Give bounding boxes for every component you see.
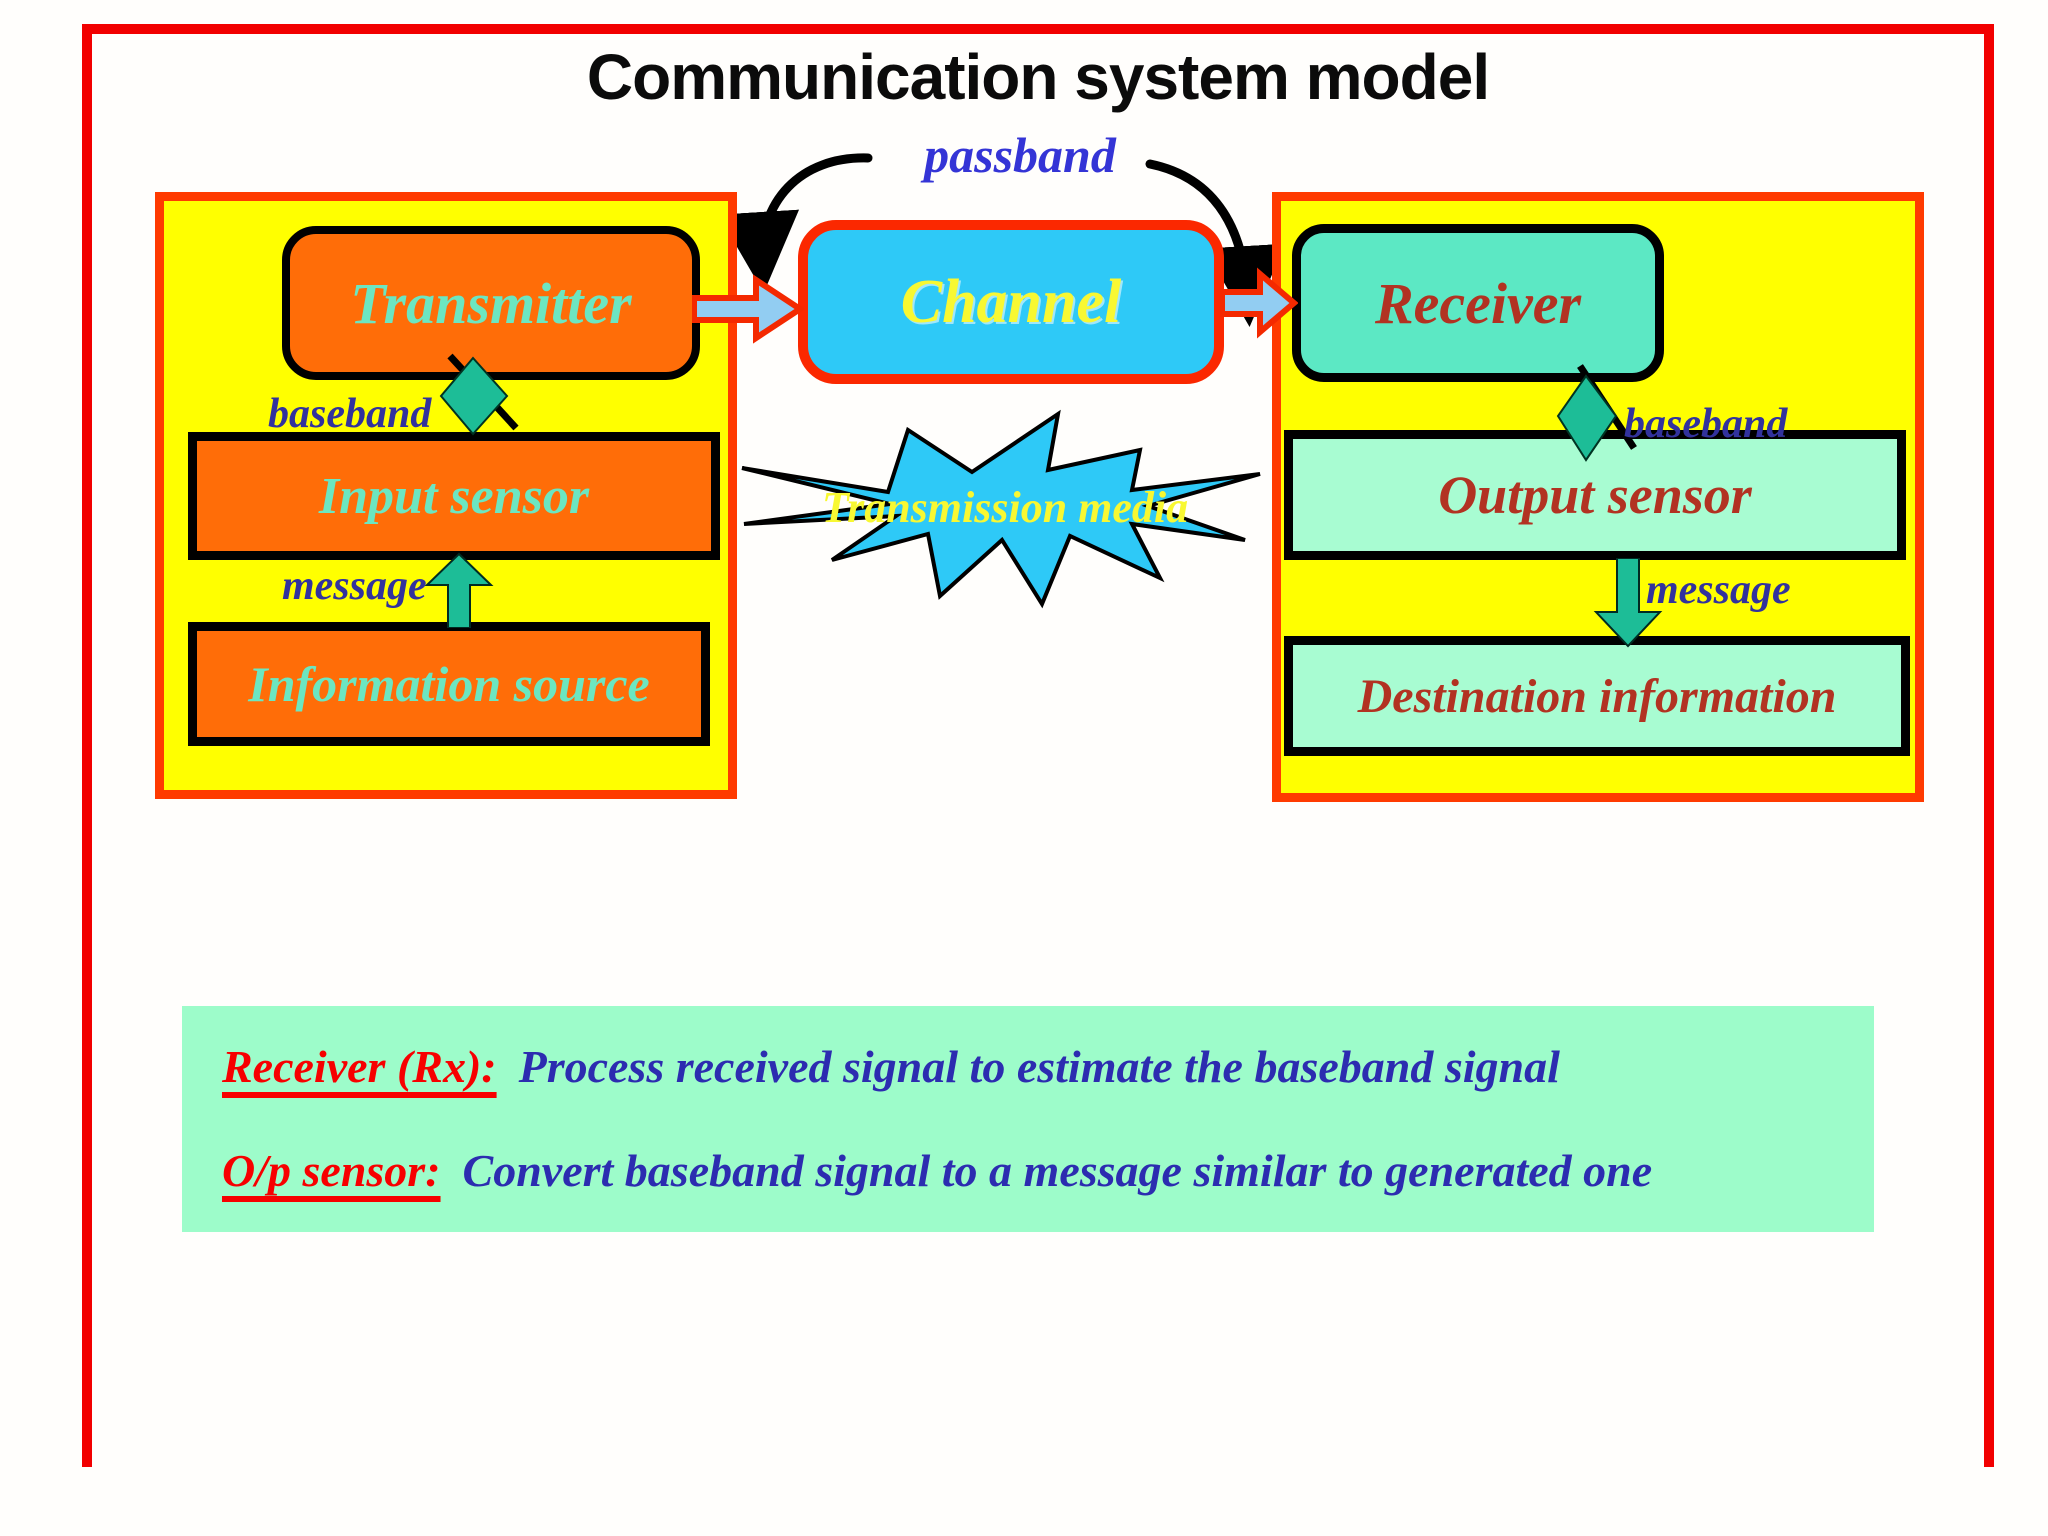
definitions-box: Receiver (Rx): Process received signal to… xyxy=(182,1006,1874,1232)
curved-arrow-left xyxy=(730,153,873,293)
transmission-media-label: Transmission media xyxy=(822,483,1188,532)
transmission-media-starburst: Transmission media xyxy=(741,409,1261,609)
baseband-label-left: baseband xyxy=(268,391,432,437)
baseband-label-right: baseband xyxy=(1624,401,1788,447)
channel-to-receiver-arrow-icon xyxy=(1220,267,1298,339)
message-label-right: message xyxy=(1646,567,1791,613)
information-source-block: Information source xyxy=(188,622,710,746)
note-op-sensor-definition: Convert baseband signal to a message sim… xyxy=(462,1145,1653,1196)
receiver-block: Receiver xyxy=(1292,224,1664,382)
message-down-arrow-icon xyxy=(1593,558,1663,648)
message-label-left: message xyxy=(282,563,427,609)
page-title: Communication system model xyxy=(586,41,1490,113)
output-sensor-block: Output sensor xyxy=(1284,430,1906,560)
note-receiver-term: Receiver (Rx): xyxy=(222,1041,497,1092)
baseband-diamond-arrow-right-icon xyxy=(1556,364,1637,462)
input-sensor-block: Input sensor xyxy=(188,432,720,560)
passband-curved-arrows xyxy=(730,153,1286,327)
message-up-arrow-icon xyxy=(424,552,494,628)
slide-border xyxy=(82,24,1994,1467)
note-receiver: Receiver (Rx): Process received signal to… xyxy=(222,1040,1560,1093)
channel-block: Channel xyxy=(798,220,1224,384)
transmitter-to-channel-arrow-icon xyxy=(692,274,804,344)
note-receiver-definition: Process received signal to estimate the … xyxy=(518,1041,1560,1092)
starburst-shape xyxy=(741,409,1261,609)
note-op-sensor: O/p sensor: Convert baseband signal to a … xyxy=(222,1144,1652,1197)
curved-arrow-right xyxy=(1145,159,1286,327)
passband-label: passband xyxy=(924,127,1116,183)
destination-information-block: Destination information xyxy=(1284,636,1910,756)
baseband-diamond-arrow-left-icon xyxy=(439,353,519,436)
note-op-sensor-term: O/p sensor: xyxy=(222,1145,441,1196)
